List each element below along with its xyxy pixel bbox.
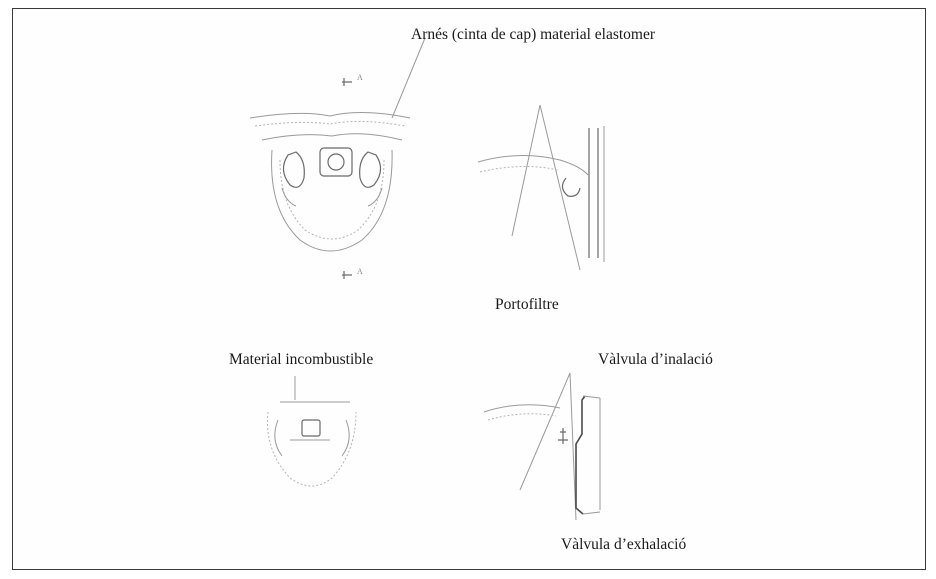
incombustible-label: Material incombustible — [229, 351, 374, 368]
filter-holder-label: Portofiltre — [495, 296, 559, 313]
mask-front-view — [249, 37, 426, 279]
harness-label: Arnés (cinta de cap) material elastomer — [411, 26, 656, 43]
exhalation-valve-label: Vàlvula d’exhalació — [561, 536, 687, 553]
mask-lower-front-view — [266, 376, 357, 487]
mask-side-section — [477, 104, 605, 271]
figure-frame — [12, 8, 926, 570]
section-mark-bottom: A — [357, 267, 363, 276]
section-mark-top: A — [357, 73, 363, 82]
inhalation-valve-label: Vàlvula d’inalació — [598, 351, 713, 368]
mask-lower-side-section — [483, 372, 601, 521]
